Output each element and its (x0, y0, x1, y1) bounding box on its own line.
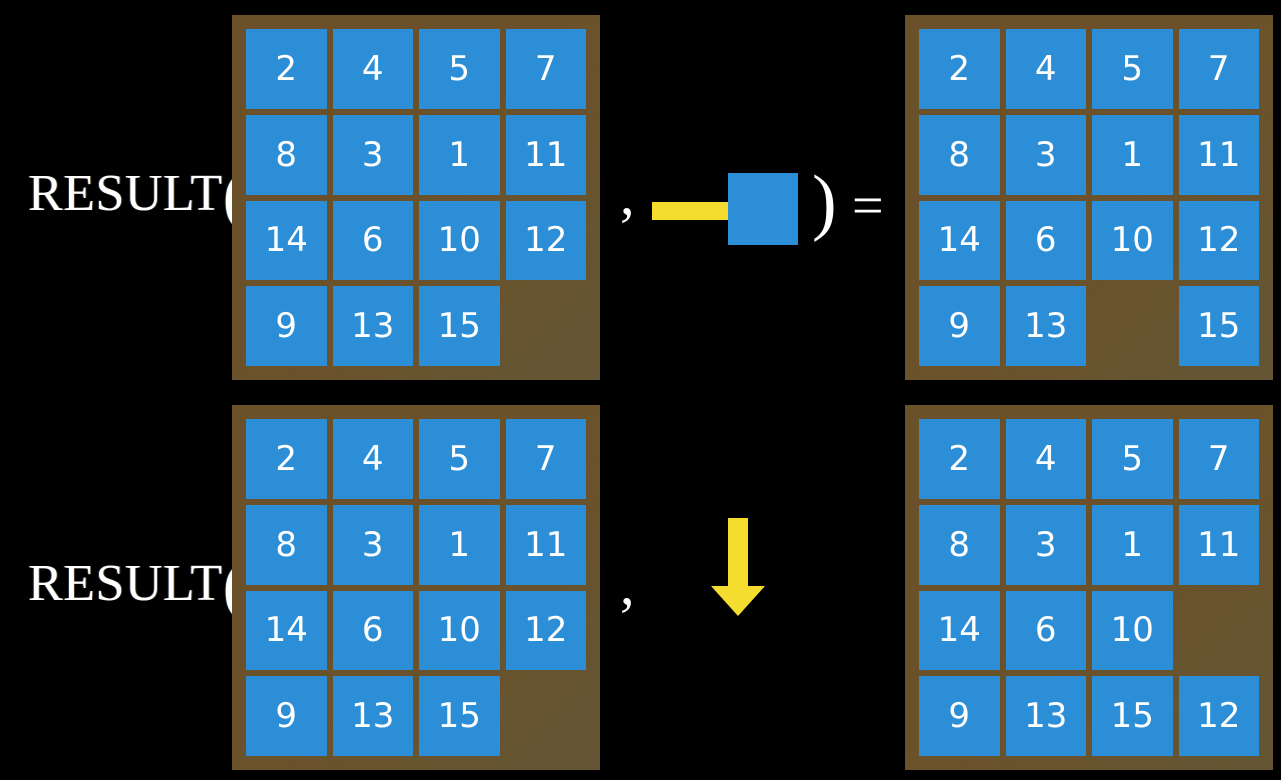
tile[interactable]: 9 (246, 286, 327, 366)
tile[interactable]: 9 (919, 676, 1000, 756)
tile[interactable]: 12 (1178, 676, 1259, 756)
empty-cell[interactable] (506, 676, 587, 756)
result-word-1: RESULT (28, 165, 223, 222)
result-word-2: RESULT (28, 555, 223, 612)
input-board-2: 2 4 5 7 8 3 1 11 14 6 10 12 9 13 15 (232, 405, 600, 770)
tile[interactable]: 8 (246, 114, 327, 195)
tile[interactable]: 1 (419, 504, 500, 585)
tile[interactable]: 6 (332, 590, 413, 671)
tile[interactable]: 6 (1005, 200, 1086, 281)
tile[interactable]: 3 (1005, 114, 1086, 195)
tile[interactable]: 7 (1178, 29, 1259, 109)
tile[interactable]: 4 (1005, 419, 1086, 499)
tile[interactable]: 15 (1092, 676, 1173, 756)
output-grid-1: 2 4 5 7 8 3 1 11 14 6 10 12 9 13 15 (919, 29, 1259, 366)
empty-cell[interactable] (1092, 286, 1173, 366)
tile[interactable]: 7 (1178, 419, 1259, 499)
tile[interactable]: 3 (332, 114, 413, 195)
arrow-down-icon (711, 518, 765, 616)
tile[interactable]: 4 (332, 29, 413, 109)
tile[interactable]: 13 (1005, 676, 1086, 756)
equation-row-1: RESULT( 2 4 5 7 8 3 1 11 14 6 10 12 9 13… (28, 0, 1273, 390)
tile[interactable]: 10 (1092, 590, 1173, 671)
tile[interactable]: 5 (1092, 419, 1173, 499)
tile[interactable]: 8 (919, 504, 1000, 585)
tile[interactable]: 13 (1005, 286, 1086, 366)
tile[interactable]: 7 (505, 29, 586, 109)
tile[interactable]: 15 (419, 676, 500, 756)
tile[interactable]: 3 (332, 504, 413, 585)
operand-area-2: , ) = (600, 390, 905, 780)
empty-cell[interactable] (1179, 591, 1260, 671)
tile[interactable]: 10 (419, 590, 500, 671)
comma-separator-2: , (620, 552, 635, 617)
tile[interactable]: 15 (1178, 286, 1259, 366)
tile[interactable]: 2 (246, 419, 327, 499)
empty-cell[interactable] (506, 286, 587, 366)
tile[interactable]: 10 (1092, 200, 1173, 281)
comma-separator-1: , (620, 162, 635, 227)
tile[interactable]: 14 (246, 590, 327, 671)
equation-row-2: RESULT( 2 4 5 7 8 3 1 11 14 6 10 12 9 13… (0, 390, 1281, 780)
input-grid-2: 2 4 5 7 8 3 1 11 14 6 10 12 9 13 15 (246, 419, 586, 756)
tile[interactable]: 2 (919, 419, 1000, 499)
output-grid-2: 2 4 5 7 8 3 1 11 14 6 10 9 13 15 12 (919, 419, 1259, 756)
close-paren-1: ) (812, 161, 837, 243)
operand-area-1: , ) = (600, 0, 905, 390)
tile[interactable]: 14 (919, 590, 1000, 671)
tile[interactable]: 9 (246, 676, 327, 756)
result-function-label-2: RESULT( (28, 551, 246, 619)
tile[interactable]: 11 (1178, 114, 1259, 195)
tile[interactable]: 7 (505, 419, 586, 499)
tile[interactable]: 2 (246, 29, 327, 109)
input-board-1: 2 4 5 7 8 3 1 11 14 6 10 12 9 13 15 (232, 15, 600, 380)
input-grid-1: 2 4 5 7 8 3 1 11 14 6 10 12 9 13 15 (246, 29, 586, 366)
tile[interactable]: 5 (419, 29, 500, 109)
tile[interactable]: 13 (332, 286, 413, 366)
tile[interactable]: 8 (919, 114, 1000, 195)
tile[interactable]: 5 (1092, 29, 1173, 109)
tile[interactable]: 11 (505, 504, 586, 585)
equals-sign-1: = (852, 175, 884, 237)
tile[interactable]: 1 (1092, 114, 1173, 195)
tile[interactable]: 1 (419, 114, 500, 195)
tile[interactable]: 9 (919, 286, 1000, 366)
tile[interactable]: 12 (505, 200, 586, 281)
tile[interactable]: 11 (505, 114, 586, 195)
output-board-1: 2 4 5 7 8 3 1 11 14 6 10 12 9 13 15 (905, 15, 1273, 380)
tile[interactable]: 4 (1005, 29, 1086, 109)
tile[interactable]: 14 (919, 200, 1000, 281)
tile[interactable]: 15 (419, 286, 500, 366)
tile[interactable]: 12 (505, 590, 586, 671)
tile[interactable]: 11 (1178, 504, 1259, 585)
move-direction-square-1 (728, 173, 798, 245)
tile[interactable]: 10 (419, 200, 500, 281)
tile[interactable]: 6 (1005, 590, 1086, 671)
tile[interactable]: 6 (332, 200, 413, 281)
output-board-2: 2 4 5 7 8 3 1 11 14 6 10 9 13 15 12 (905, 405, 1273, 770)
result-function-label-1: RESULT( (28, 161, 246, 229)
tile[interactable]: 3 (1005, 504, 1086, 585)
tile[interactable]: 1 (1092, 504, 1173, 585)
tile[interactable]: 5 (419, 419, 500, 499)
tile[interactable]: 14 (246, 200, 327, 281)
tile[interactable]: 2 (919, 29, 1000, 109)
tile[interactable]: 8 (246, 504, 327, 585)
tile[interactable]: 13 (332, 676, 413, 756)
tile[interactable]: 12 (1178, 200, 1259, 281)
tile[interactable]: 4 (332, 419, 413, 499)
